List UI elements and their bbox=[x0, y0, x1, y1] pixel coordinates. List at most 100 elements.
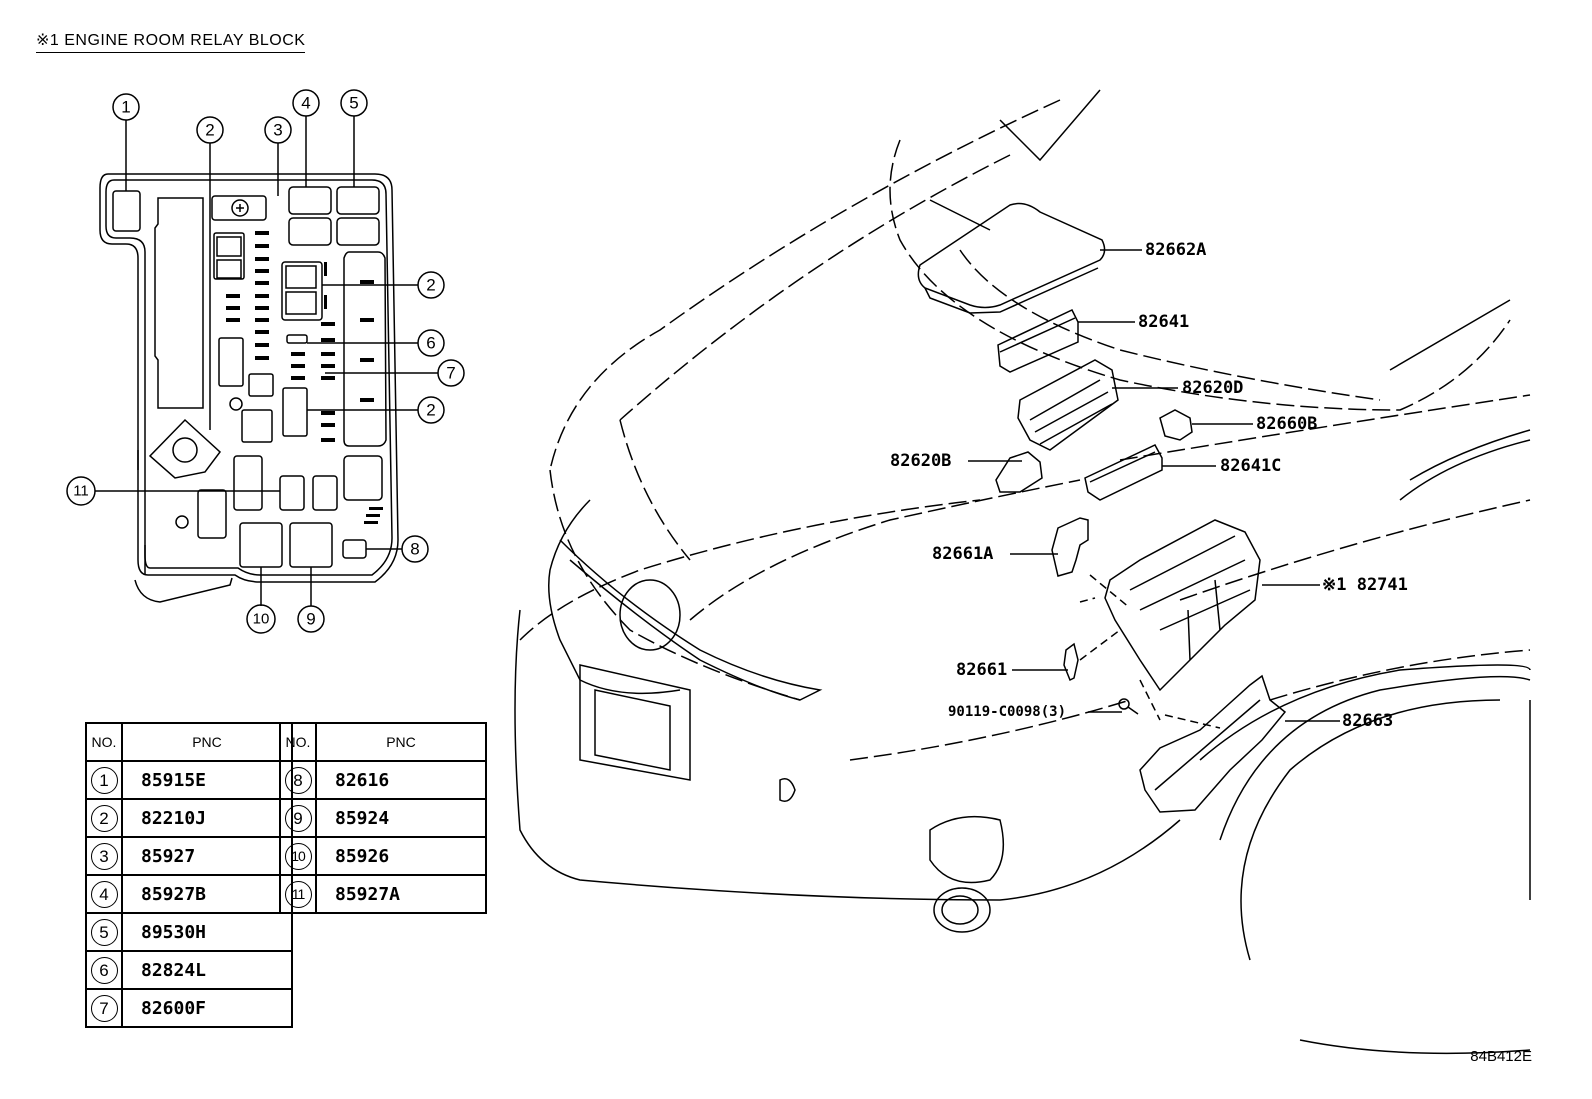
part-82661A bbox=[1051, 517, 1089, 577]
svg-text:2: 2 bbox=[426, 276, 435, 295]
marker-6: 6 bbox=[417, 329, 445, 357]
table-header: NO. PNC bbox=[279, 722, 487, 762]
part-82620D bbox=[1017, 359, 1119, 451]
callout-82641C: 82641C bbox=[1220, 456, 1281, 476]
callout-82620D: 82620D bbox=[1182, 378, 1243, 398]
row-pnc: 82210J bbox=[121, 798, 293, 838]
svg-text:5: 5 bbox=[349, 94, 358, 113]
marker-9: 9 bbox=[297, 605, 325, 633]
relay-markers: 1 2 3 4 5 2 6 7 2 11 8 10 9 bbox=[66, 89, 465, 634]
svg-text:10: 10 bbox=[253, 611, 270, 628]
header-pnc: PNC bbox=[315, 722, 487, 762]
row-number: 6 bbox=[90, 956, 118, 984]
part-bolt-90119 bbox=[1118, 698, 1139, 715]
row-number: 10 bbox=[284, 842, 312, 870]
row-pnc: 85927A bbox=[315, 874, 487, 914]
svg-text:6: 6 bbox=[426, 334, 435, 353]
marker-10: 10 bbox=[246, 604, 276, 634]
table-header: NO. PNC bbox=[85, 722, 293, 762]
header-no: NO. bbox=[279, 722, 317, 762]
row-number: 2 bbox=[90, 804, 118, 832]
drawing-code: 84B412E bbox=[1470, 1048, 1532, 1065]
row-number: 8 bbox=[284, 766, 312, 794]
part-82661 bbox=[1063, 642, 1079, 682]
row-pnc: 85927 bbox=[121, 836, 293, 876]
callout-82660B: 82660B bbox=[1256, 414, 1317, 434]
row-number: 9 bbox=[284, 804, 312, 832]
svg-text:9: 9 bbox=[306, 610, 315, 629]
svg-text:2: 2 bbox=[205, 121, 214, 140]
marker-8: 8 bbox=[401, 535, 429, 563]
car-outline bbox=[519, 99, 1531, 761]
relay-9 bbox=[289, 522, 333, 568]
callout-82641: 82641 bbox=[1138, 312, 1189, 332]
svg-text:7: 7 bbox=[446, 364, 455, 383]
marker-4: 4 bbox=[292, 89, 320, 117]
fuse-1 bbox=[112, 190, 141, 232]
mini-fuses bbox=[226, 231, 383, 524]
part-82741-relay-block bbox=[1104, 519, 1261, 692]
callout-82741: ※1 82741 bbox=[1322, 575, 1408, 595]
part-82660B bbox=[1159, 409, 1193, 441]
callout-82661: 82661 bbox=[956, 660, 1007, 680]
marker-11: 11 bbox=[66, 476, 96, 506]
callout-82620B: 82620B bbox=[890, 451, 951, 471]
svg-text:11: 11 bbox=[73, 483, 89, 500]
callout-82663: 82663 bbox=[1342, 711, 1393, 731]
svg-text:2: 2 bbox=[426, 401, 435, 420]
marker-2c: 2 bbox=[417, 396, 445, 424]
svg-text:3: 3 bbox=[273, 121, 282, 140]
row-pnc: 85927B bbox=[121, 874, 293, 914]
relay-10 bbox=[239, 522, 283, 568]
marker-1: 1 bbox=[112, 93, 140, 121]
callout-82662A: 82662A bbox=[1145, 240, 1206, 260]
part-82620B bbox=[995, 451, 1043, 493]
marker-3: 3 bbox=[264, 116, 292, 144]
header-pnc: PNC bbox=[121, 722, 293, 762]
marker-7: 7 bbox=[437, 359, 465, 387]
car-body bbox=[514, 89, 1531, 1055]
part-82641C bbox=[1084, 444, 1163, 501]
row-number: 11 bbox=[284, 880, 312, 908]
row-pnc: 89530H bbox=[121, 912, 293, 952]
row-number: 7 bbox=[90, 994, 118, 1022]
callout-82661A: 82661A bbox=[932, 544, 993, 564]
row-number: 4 bbox=[90, 880, 118, 908]
marker-5: 5 bbox=[340, 89, 368, 117]
relay-leaders bbox=[95, 116, 438, 606]
diagram-title: ※1 ENGINE ROOM RELAY BLOCK bbox=[36, 30, 306, 53]
header-no: NO. bbox=[85, 722, 123, 762]
relay-11 bbox=[279, 475, 305, 511]
callout-90119-C0098: 90119-C0098(3) bbox=[948, 704, 1066, 720]
fuse-8 bbox=[342, 539, 367, 559]
svg-text:8: 8 bbox=[410, 540, 419, 559]
part-82641 bbox=[997, 309, 1079, 373]
svg-text:1: 1 bbox=[121, 98, 130, 117]
row-pnc: 82600F bbox=[121, 988, 293, 1028]
row-number: 5 bbox=[90, 918, 118, 946]
row-pnc: 82616 bbox=[315, 760, 487, 800]
svg-text:4: 4 bbox=[301, 94, 310, 113]
row-pnc: 82824L bbox=[121, 950, 293, 990]
marker-2: 2 bbox=[196, 116, 224, 144]
row-pnc: 85915E bbox=[121, 760, 293, 800]
callout-leaders bbox=[968, 249, 1340, 729]
callout-labels: 82662A 82641 82620D 82660B 82620B 82641C… bbox=[890, 240, 1408, 731]
row-pnc: 85926 bbox=[315, 836, 487, 876]
row-number: 1 bbox=[90, 766, 118, 794]
part-82663 bbox=[1139, 674, 1287, 813]
